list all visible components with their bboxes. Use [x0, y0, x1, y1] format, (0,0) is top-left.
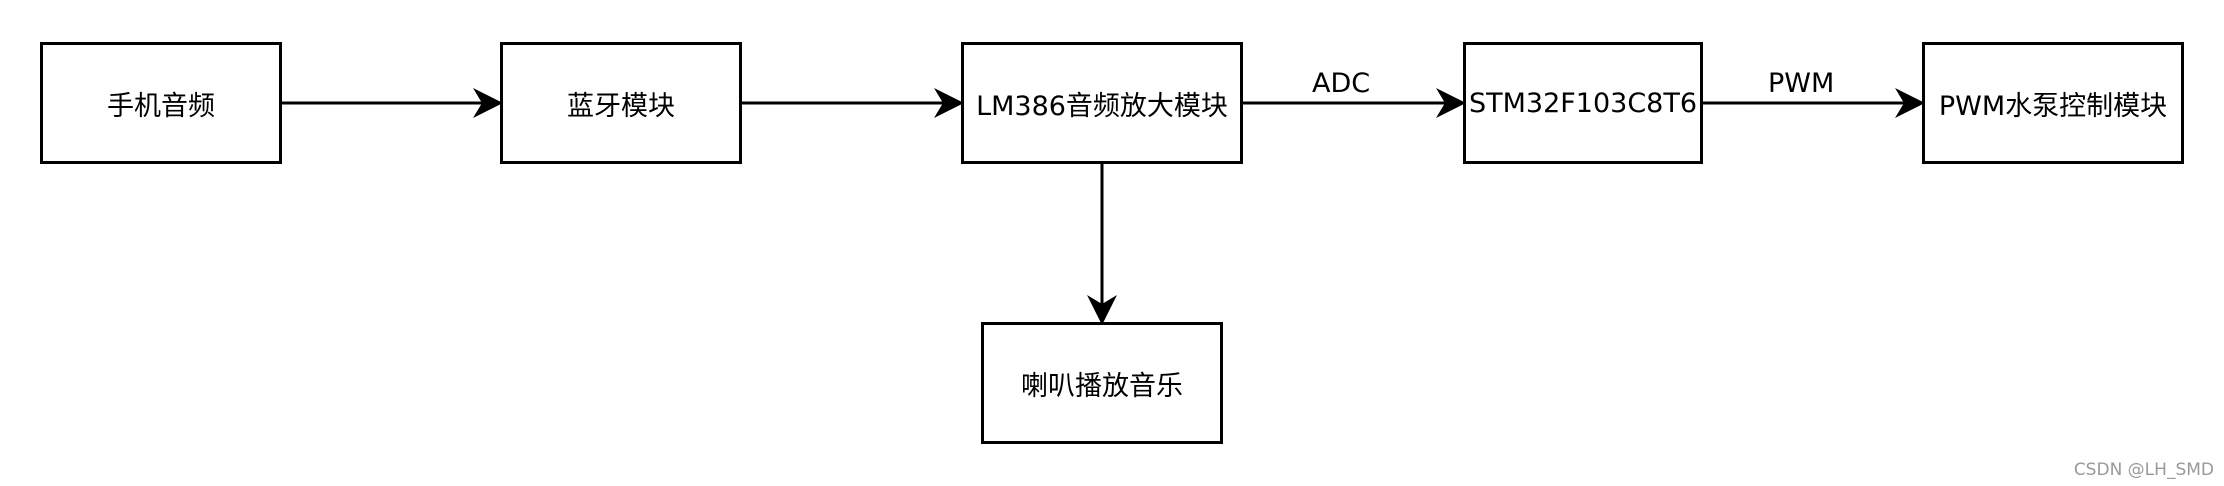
node-phone-audio: 手机音频	[40, 42, 282, 164]
node-pwm-pump-control: PWM水泵控制模块	[1922, 42, 2184, 164]
edge-label-adc: ADC	[1312, 68, 1371, 99]
node-bluetooth-module: 蓝牙模块	[500, 42, 742, 164]
watermark: CSDN @LH_SMD	[2073, 460, 2214, 480]
node-lm386-amplifier: LM386音频放大模块	[961, 42, 1243, 164]
edge-label-pwm: PWM	[1768, 68, 1835, 99]
node-speaker-playback: 喇叭播放音乐	[981, 322, 1223, 444]
node-stm32: STM32F103C8T6	[1463, 42, 1703, 164]
